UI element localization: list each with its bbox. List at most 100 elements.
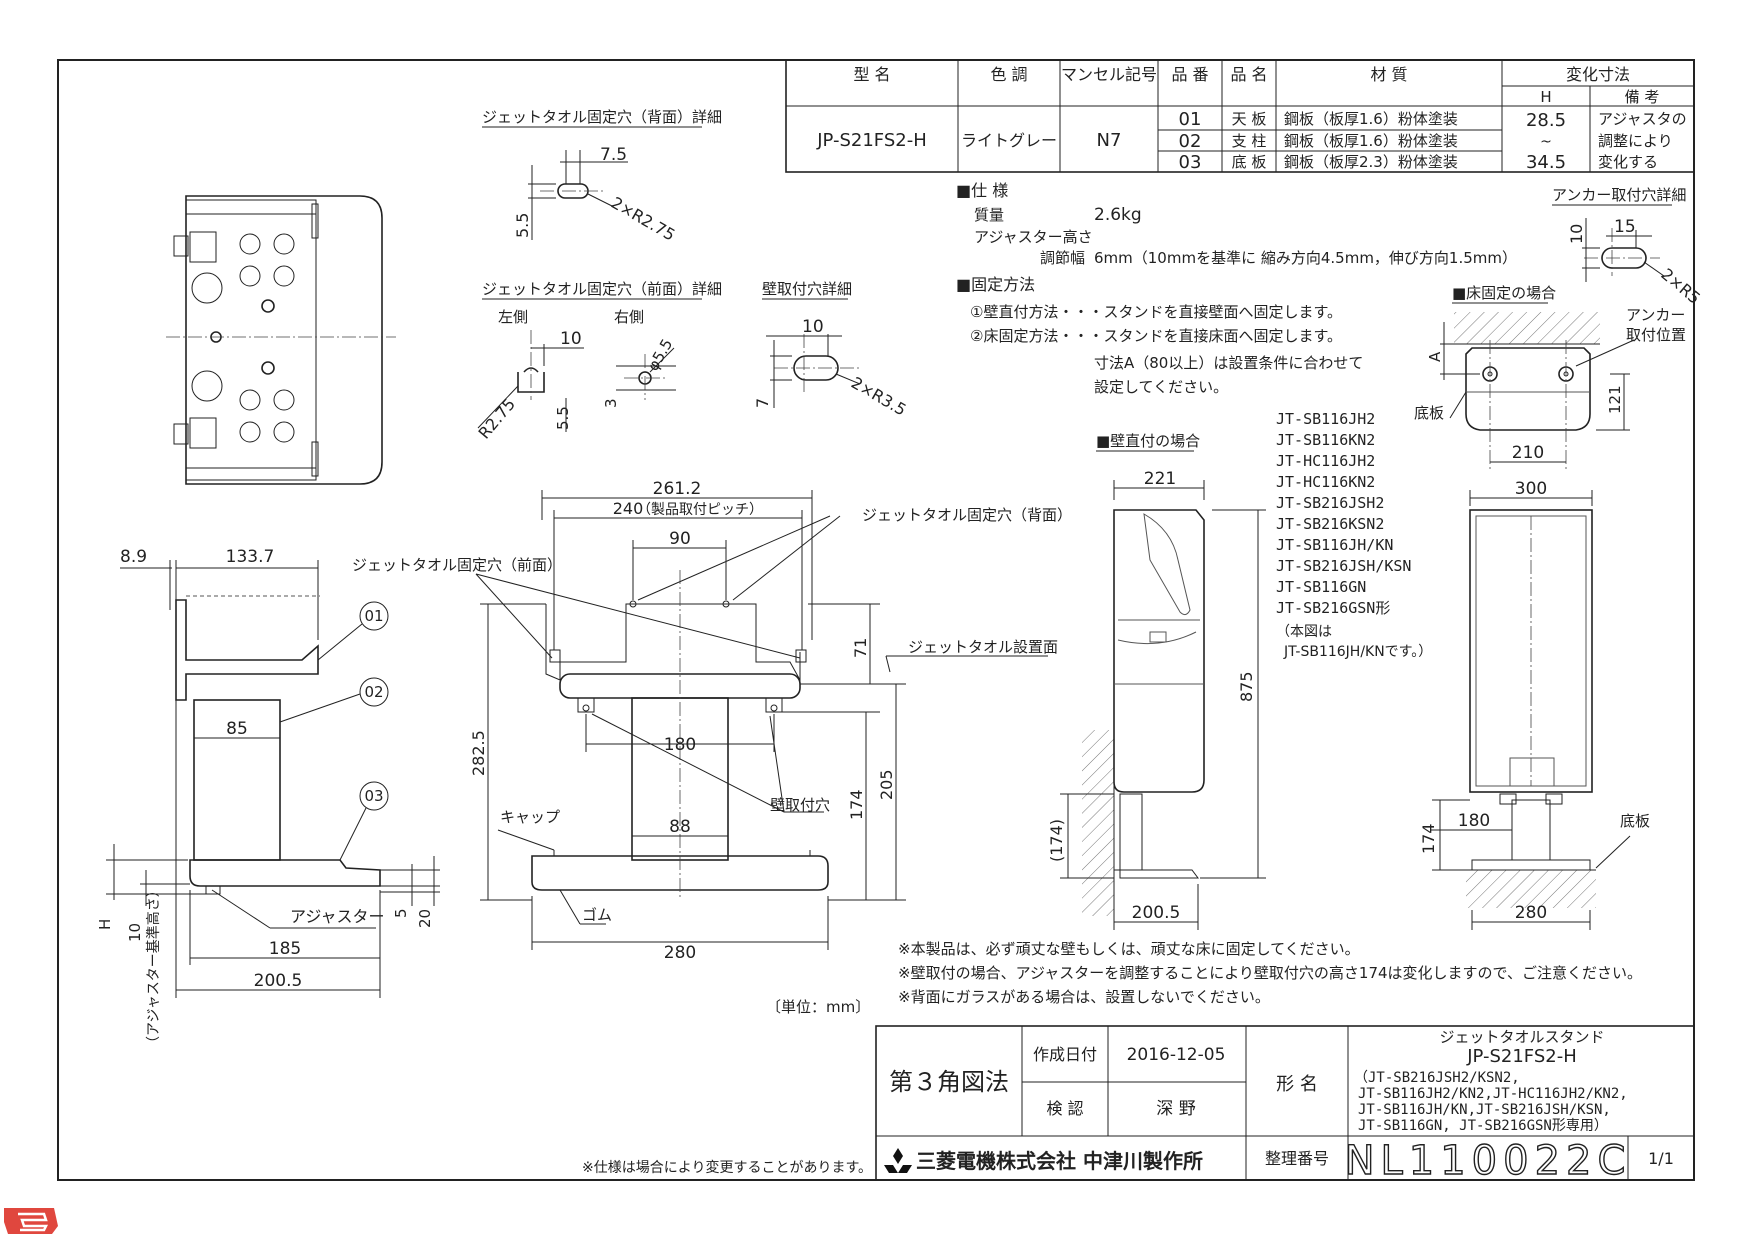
right-bottom: 底板 [1620,812,1650,830]
floor-dim-a: A [1426,351,1444,362]
adjuster-label: アジャスター高さ [974,228,1093,246]
detail-back-hole: ジェットタオル固定穴（背面）詳細 7.5 5.5 2×R2.75 [482,108,722,245]
front-wall-hole: 壁取付穴 [770,796,830,814]
part-name-2: 支 柱 [1232,132,1267,150]
fix-wall: ①壁直付方法・・・スタンドを直接壁面へ固定します。 [970,303,1342,321]
back-dim-7-5: 7.5 [600,145,627,165]
checker: 深 野 [1156,1099,1195,1119]
side-dim-5: 5 [392,908,410,918]
model-line-1: （JT-SB216JSH2/KSN2, [1354,1070,1520,1086]
front-dim-205: 205 [877,769,896,800]
balloon-03: 03 [364,787,383,805]
front-dim-10: 10 [560,329,582,349]
right-dim-300: 300 [1515,479,1547,499]
back-dim-5-5: 5.5 [513,213,532,238]
wall-dim-7: 7 [753,398,772,408]
wall-dim-r35: 2×R3.5 [848,373,910,420]
front-dim-240-note: （製品取付ピッチ） [637,502,763,518]
front-dim-282-5: 282.5 [469,730,488,776]
balloon-02: 02 [364,683,383,701]
cell-munsell: N7 [1097,130,1122,151]
model-line-2: JT-SB116JH2/KN2,JT-HC116JH2/KN2, [1358,1086,1628,1102]
compat-models: JT-SB116JH2 JT-SB116KN2 JT-HC116JH2 JT-H… [1276,410,1432,660]
compat-10: JT-SB216GSN形 [1276,599,1390,617]
front-hole-title: ジェットタオル固定穴（前面）詳細 [482,280,722,298]
front-dim-90: 90 [669,529,691,549]
part-no-1: 01 [1179,109,1202,130]
side-dim-85: 85 [226,719,248,739]
right-dim-280: 280 [1515,903,1547,923]
product-model: JP-S21FS2-H [1466,1046,1577,1067]
corner-logo-icon [4,1208,58,1234]
compat-5: JT-SB216JSH2 [1276,494,1384,512]
adjust-label: 調節幅 [1040,249,1085,267]
side-dim-200-5: 200.5 [254,971,303,991]
header-munsell: マンセル記号 [1061,65,1157,84]
company: 三菱電機株式会社 中津川製作所 [916,1149,1203,1173]
title-block: 第３角図法 作成日付 2016-12-05 検 認 深 野 形 名 ジェットタオ… [875,1025,1695,1185]
notes: ※本製品は、必ず頑丈な壁もしくは、頑丈な床に固定してください。 ※壁取付の場合、… [582,940,1642,1176]
cell-color: ライトグレー [961,131,1057,150]
side-dim-h: H [96,919,114,930]
front-dim-261-2: 261.2 [653,479,702,499]
wall-dim-875: 875 [1237,671,1256,702]
note-1: ※本製品は、必ず頑丈な壁もしくは、頑丈な床に固定してください。 [898,940,1360,958]
side-dim-185: 185 [269,939,301,959]
front-dim-180: 180 [664,735,696,755]
part-name-3: 底 板 [1232,153,1267,171]
front-rubber: ゴム [582,906,612,924]
figure-note-1: （本図は [1276,624,1332,640]
fix-note-1: 寸法A（80以上）は設置条件に合わせて [1094,354,1363,372]
front-dim-phi55: φ5.5 [644,336,676,374]
front-install-face: ジェットタオル設置面 [908,638,1058,656]
specs-block: ■仕 様 質量 2.6kg アジャスター高さ 調節幅 6mm（10mmを基準に … [956,181,1517,396]
check-label: 検 認 [1046,1099,1083,1118]
right-front-view: 300 180 174 280 底板 [1419,479,1650,930]
front-dim-r275: R2.75 [475,395,520,443]
floor-case: ■床固定の場合 アンカー 取付位置 底板 A 121 210 [1414,284,1686,470]
floor-dim-121: 121 [1606,385,1624,414]
fix-note-2: 設定してください。 [1094,378,1228,396]
compat-1: JT-SB116JH2 [1276,410,1375,428]
compat-9: JT-SB116GN [1276,578,1366,596]
mass-label: 質量 [974,206,1004,224]
back-hole-title: ジェットタオル固定穴（背面）詳細 [482,108,722,126]
front-dim-5-5: 5.5 [554,406,572,430]
front-back-hole: ジェットタオル固定穴（背面） [862,506,1072,524]
compat-7: JT-SB116JH/KN [1276,536,1393,554]
part-material-1: 鋼板（板厚1.6）粉体塗装 [1284,110,1458,128]
figure-note-2: JT-SB116JH/KNです。） [1283,644,1432,660]
note-3: ※背面にガラスがある場合は、設置しないでください。 [898,988,1270,1006]
header-material: 材 質 [1370,65,1407,84]
remark-line-1: アジャスタの [1598,110,1687,128]
wall-dim-174: (174) [1047,819,1066,862]
header-no: 品 番 [1171,65,1208,84]
h-min: 28.5 [1526,110,1566,131]
side-view: 8.9 133.7 85 185 200.5 H 10 （アジャスター基準高さ）… [96,547,440,1050]
drawing-number: NL110022C [1345,1138,1632,1184]
anchor-dim-15: 15 [1614,217,1636,237]
page-number: 1/1 [1648,1149,1674,1168]
wall-dim-221: 221 [1144,469,1176,489]
right-dim-174: 174 [1419,823,1438,854]
mitsubishi-logo-icon [884,1148,912,1173]
anchor-dim-10: 10 [1567,224,1586,244]
number-label: 整理番号 [1265,1149,1329,1168]
date-label: 作成日付 [1033,1045,1097,1064]
balloon-01: 01 [364,607,383,625]
floor-bottom: 底板 [1414,404,1444,422]
part-no-2: 02 [1179,131,1202,152]
back-dim-r275: 2×R2.75 [608,193,678,245]
adjust-value: 6mm（10mmを基準に 縮み方向4.5mm，伸び方向1.5mm） [1094,249,1517,267]
top-view [166,195,396,485]
anchor-dim-r5: 2×R5 [1657,265,1704,308]
header-remarks: 備 考 [1625,88,1660,106]
right-dim-180: 180 [1458,811,1490,831]
spec-change-note: ※仕様は場合により変更することがあります。 [582,1159,872,1176]
wall-case: ■壁直付の場合 221 875 (174) 200.5 [1047,432,1266,930]
part-name-1: 天 板 [1232,110,1267,128]
detail-anchor-hole: アンカー取付穴詳細 10 15 2×R5 [1552,186,1704,308]
spec-table: 型 名 色 調 マンセル記号 品 番 品 名 材 質 変化寸法 H 備 考 JP… [785,59,1695,173]
compat-8: JT-SB216JSH/KSN [1276,557,1411,575]
